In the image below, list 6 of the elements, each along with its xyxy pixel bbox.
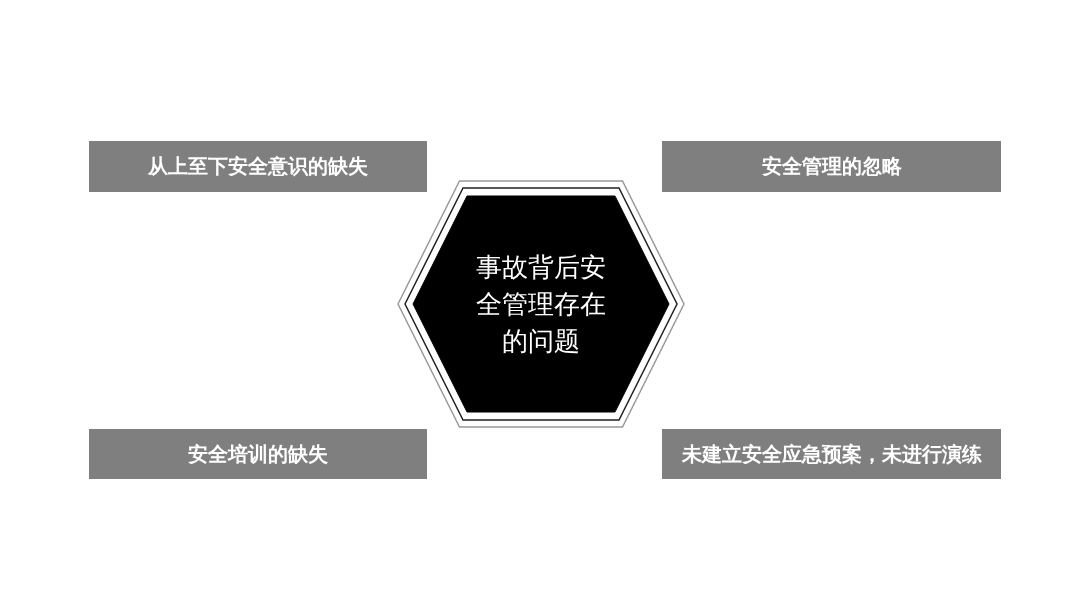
label-bar: 未建立安全应急预案，未进行演练	[662, 429, 1001, 479]
node-text: 事故背后安全管理存在的问题	[475, 250, 607, 358]
hexagon-node	[397, 180, 685, 428]
label-bar: 安全培训的缺失	[89, 429, 427, 479]
label-bar: 安全管理的忽略	[662, 141, 1001, 192]
label-bar: 从上至下安全意识的缺失	[89, 141, 427, 192]
